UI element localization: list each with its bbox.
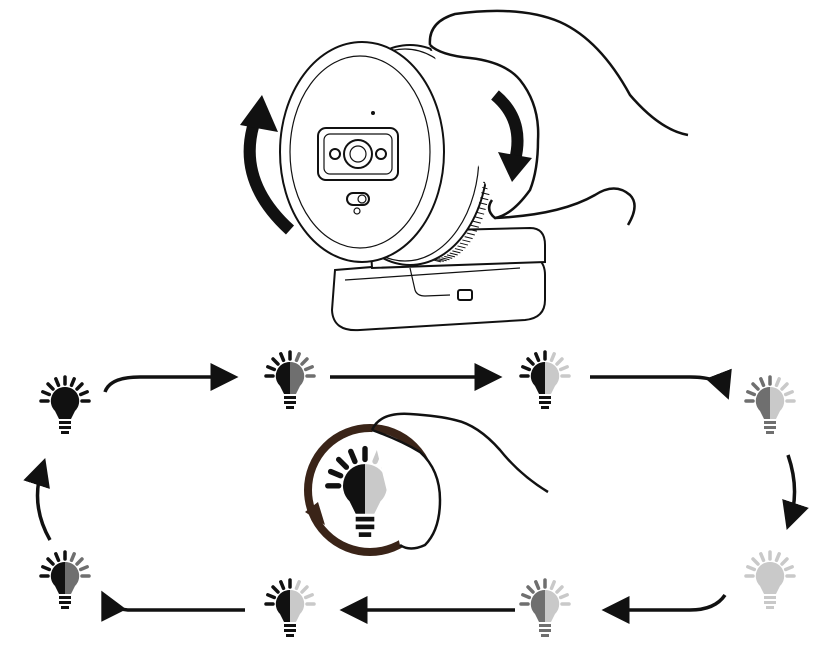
bulb-glass-right bbox=[365, 464, 388, 514]
bulb-glass-right bbox=[545, 361, 560, 394]
light-rays bbox=[39, 550, 91, 578]
bulb-glass-left bbox=[275, 589, 290, 622]
bulb-glass-left bbox=[755, 386, 770, 419]
light-bulb-icon bbox=[519, 350, 571, 409]
light-bulb-icon bbox=[744, 550, 796, 609]
light-rays bbox=[744, 375, 796, 403]
light-rays bbox=[264, 578, 316, 606]
bulb-base bbox=[284, 624, 296, 637]
rotate-arrow-icon bbox=[240, 95, 295, 235]
bulb-glass-right bbox=[770, 386, 785, 419]
bulb-glass-right bbox=[65, 386, 80, 419]
light-rays bbox=[39, 375, 91, 403]
arrow-left bbox=[23, 458, 52, 541]
arrow-top-1 bbox=[103, 363, 239, 393]
bulb-base bbox=[355, 516, 375, 537]
arrow-bottom-1 bbox=[601, 593, 727, 624]
bulb-glass-right bbox=[290, 361, 305, 394]
bulb-base bbox=[284, 396, 296, 409]
bulb-glass-left bbox=[275, 361, 290, 394]
bulb-glass-left bbox=[530, 361, 545, 394]
bulb-glass-right bbox=[545, 589, 560, 622]
arrow-right bbox=[782, 454, 809, 530]
light-bulb-icon bbox=[39, 375, 91, 434]
light-bulb-icon bbox=[39, 550, 91, 609]
bulb-glass-left bbox=[755, 561, 770, 594]
bulb-base bbox=[59, 596, 71, 609]
light-rays bbox=[519, 578, 571, 606]
light-bulb-icon bbox=[325, 445, 405, 537]
bulb-glass-left bbox=[530, 589, 545, 622]
arrow-top-3 bbox=[590, 368, 732, 400]
light-rays bbox=[519, 350, 571, 378]
hand-icon bbox=[370, 412, 549, 550]
light-bulb-icon bbox=[264, 578, 316, 637]
arrow-bottom-3 bbox=[101, 590, 245, 622]
bulb-glass-right bbox=[290, 589, 305, 622]
light-rays bbox=[744, 550, 796, 578]
cycle-arrows bbox=[23, 363, 809, 624]
webcam-illustration bbox=[240, 9, 689, 332]
rotate-arrow-icon bbox=[490, 90, 532, 182]
light-bulb-icon bbox=[744, 375, 796, 434]
dial-light-bulb-icon bbox=[325, 445, 405, 537]
bulb-base bbox=[764, 421, 776, 434]
bulb-base bbox=[764, 596, 776, 609]
bulb-glass-left bbox=[50, 386, 65, 419]
bulb-glass-left bbox=[50, 561, 65, 594]
light-bulb-icon bbox=[264, 350, 316, 409]
brightness-cycle bbox=[39, 350, 796, 637]
light-rays bbox=[264, 350, 316, 378]
bulb-glass-right bbox=[770, 561, 785, 594]
light-bulb-icon bbox=[519, 578, 571, 637]
bulb-base bbox=[539, 624, 551, 637]
bulb-base bbox=[59, 421, 71, 434]
bulb-base bbox=[539, 396, 551, 409]
dial-icon bbox=[304, 412, 549, 556]
bulb-glass-right bbox=[65, 561, 80, 594]
bulb-glass-left bbox=[342, 464, 365, 514]
